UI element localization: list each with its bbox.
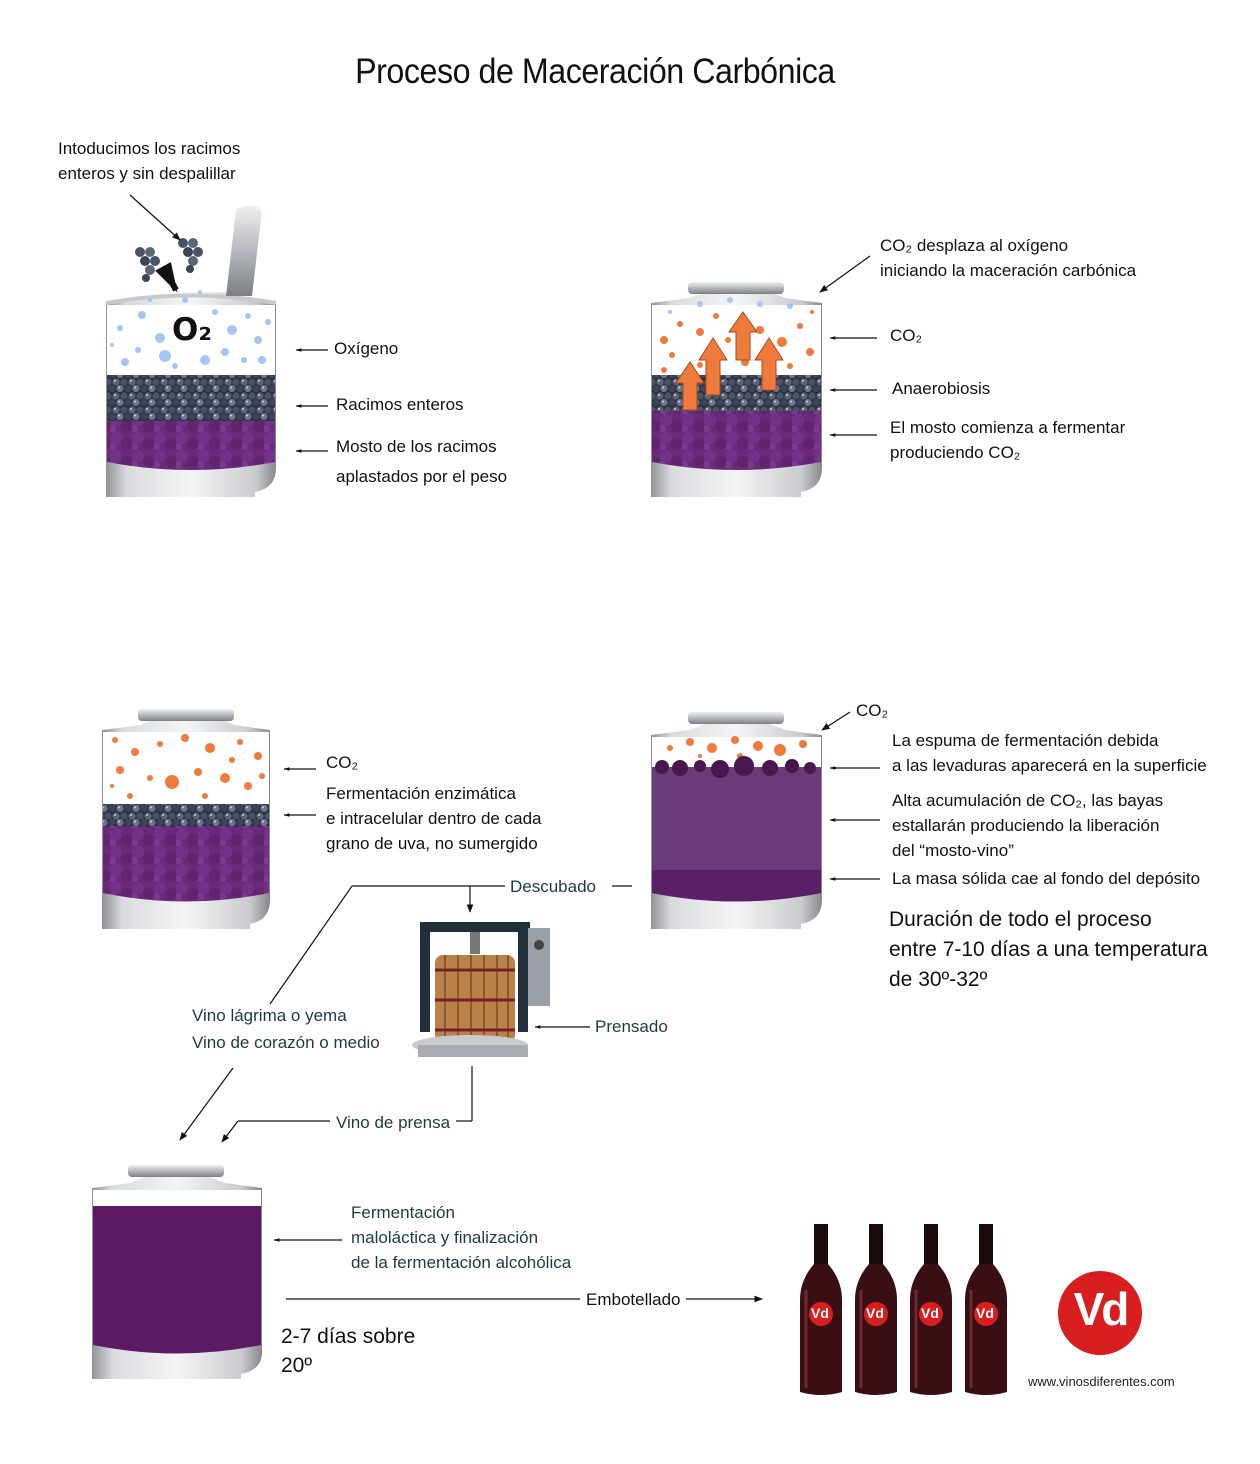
foam-label: La espuma de fermentación debida a las l…: [892, 731, 1207, 775]
intro-label: Intoducimos los racimos enteros y sin de…: [58, 139, 241, 183]
tank-stage-5: [92, 1165, 262, 1379]
co2-label-2: CO₂: [890, 326, 923, 345]
tank-stage-2: [651, 282, 822, 497]
ferment-label: El mosto comienza a fermentar produciend…: [890, 418, 1126, 462]
bottle-label-2: Vd: [866, 1305, 884, 1321]
bottle-label-3: Vd: [921, 1305, 939, 1321]
must-label: Mosto de los racimos aplastados por el p…: [336, 437, 508, 486]
solids-label: La masa sólida cae al fondo del depósito: [892, 869, 1201, 888]
brand-logo: [1058, 1271, 1142, 1355]
embotellado-label: Embotellado: [586, 1290, 681, 1309]
vino-lagrima-label: Vino lágrima o yema Vino de corazón o me…: [192, 1006, 380, 1052]
co2-label-3: CO₂: [326, 753, 359, 772]
tank-stage-1: [105, 205, 277, 497]
tank-stage-4: [651, 712, 822, 929]
accumulation-label: Alta acumulación de CO₂, las bayas estal…: [892, 791, 1164, 860]
connectors: [129, 194, 880, 1303]
wine-bottles: [800, 1222, 1009, 1397]
anaerobiosis-label: Anaerobiosis: [892, 379, 991, 398]
days-label: 2-7 días sobre 20º: [281, 1325, 416, 1377]
co2-displaces-label: CO₂ desplaza al oxígeno iniciando la mac…: [880, 236, 1137, 280]
o2-symbol: O₂: [172, 312, 212, 348]
co2-label-4: CO₂: [856, 701, 889, 720]
website-link[interactable]: www.vinosdiferentes.com: [1028, 1374, 1175, 1389]
page-title: Proceso de Maceración Carbónica: [355, 52, 835, 91]
oxygen-label: Oxígeno: [334, 339, 399, 358]
duration-label: Duración de todo el proceso entre 7-10 d…: [889, 908, 1208, 991]
tank-stage-3: [102, 709, 270, 929]
enzymatic-label: Fermentación enzimática e intracelular d…: [326, 784, 542, 853]
bottle-label-1: Vd: [811, 1305, 829, 1321]
bunches-label: Racimos enteros: [336, 395, 464, 414]
bottle-label-4: Vd: [976, 1305, 994, 1321]
vino-prensa-label: Vino de prensa: [336, 1113, 451, 1132]
wine-press: [412, 922, 550, 1057]
logo-text: Vd: [1073, 1283, 1130, 1335]
prensado-label: Prensado: [595, 1017, 668, 1036]
descubado-label: Descubado: [510, 877, 597, 896]
grape-bunch-icon: [135, 238, 203, 282]
malolactic-label: Fermentación maloláctica y finalización …: [351, 1203, 572, 1272]
